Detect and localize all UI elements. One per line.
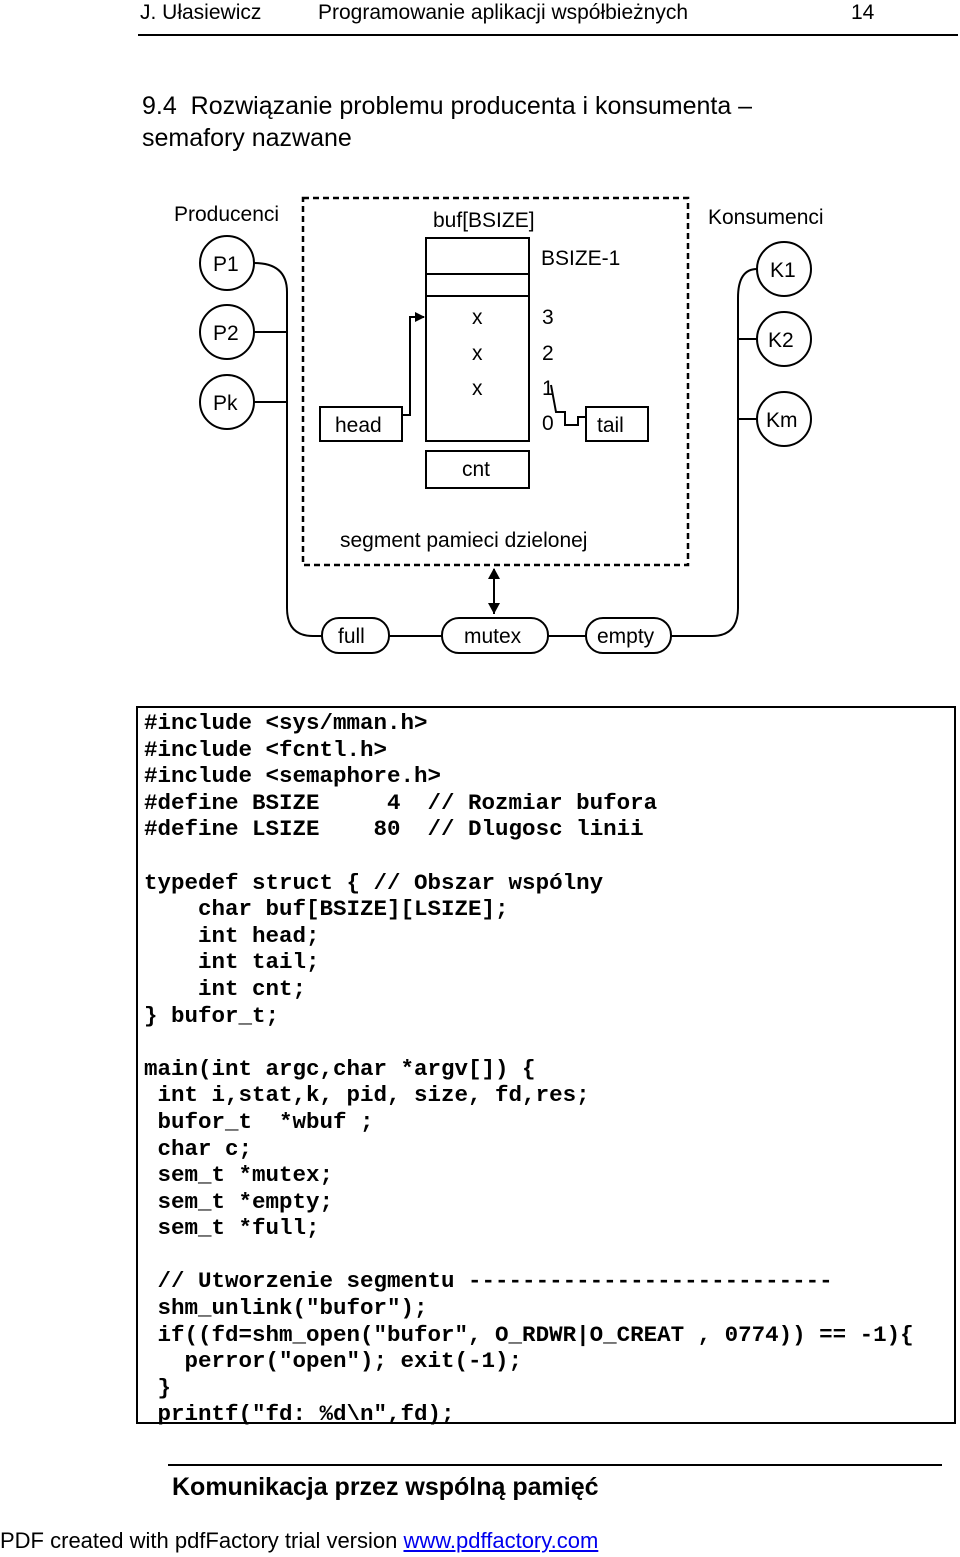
page-header: J. Ułasiewicz Programowanie aplikacji ws… xyxy=(138,0,958,36)
pdf-note-text: PDF created with pdfFactory trial versio… xyxy=(0,1528,404,1553)
tail-pointer-line xyxy=(550,384,586,426)
pdf-note: PDF created with pdfFactory trial versio… xyxy=(0,1528,598,1554)
semaphore-empty-label: empty xyxy=(597,625,655,648)
cnt-box xyxy=(425,450,530,489)
code-listing: #include <sys/mman.h> #include <fcntl.h>… xyxy=(136,706,956,1427)
producer-pk-label: Pk xyxy=(213,392,238,415)
header-course: Programowanie aplikacji współbieżnych xyxy=(318,1,689,24)
tail-box xyxy=(585,406,649,442)
buffer-top-cell xyxy=(425,237,530,297)
code-text: #include <sys/mman.h> #include <fcntl.h>… xyxy=(144,710,914,1428)
shared-segment-frame xyxy=(301,196,690,567)
head-label: head xyxy=(335,414,382,437)
index-1: 1 xyxy=(542,377,554,400)
section-title: 9.4 Rozwiązanie problemu producenta i ko… xyxy=(142,90,752,154)
header-page-number: 14 xyxy=(851,1,875,24)
head-box xyxy=(319,406,403,442)
producers-label: Producenci xyxy=(174,203,279,226)
consumer-bus xyxy=(670,268,758,637)
index-0: 0 xyxy=(542,412,554,435)
buffer-slot-2: x xyxy=(472,342,483,365)
buffer-slot-3: x xyxy=(472,306,483,329)
index-3: 3 xyxy=(542,306,554,329)
buffer-slot-1: x xyxy=(472,377,483,400)
consumer-k2-label: K2 xyxy=(768,329,794,352)
footer-topic: Komunikacja przez wspólną pamięć xyxy=(172,1473,599,1501)
pdffactory-link[interactable]: www.pdffactory.com xyxy=(403,1528,599,1553)
header-author: J. Ułasiewicz xyxy=(140,1,262,24)
producer-p1-label: P1 xyxy=(213,253,239,276)
footer-rule xyxy=(168,1464,942,1466)
head-pointer-arrow xyxy=(402,312,425,416)
semaphore-mutex-label: mutex xyxy=(464,625,522,648)
shared-memory-diagram: Producenci Konsumenci buf[BSIZE] BSIZE-1… xyxy=(174,196,824,654)
consumers-label: Konsumenci xyxy=(708,206,824,229)
bsize-minus-1-label: BSIZE-1 xyxy=(541,247,620,270)
segment-label: segment pamieci dzielonej xyxy=(340,529,587,552)
section-title-line1: 9.4 Rozwiązanie problemu producenta i ko… xyxy=(142,92,753,120)
semaphore-full-label: full xyxy=(338,625,365,648)
index-2: 2 xyxy=(542,342,554,365)
consumer-k1-label: K1 xyxy=(770,259,796,282)
tail-label: tail xyxy=(597,414,624,437)
consumer-km-label: Km xyxy=(766,409,798,432)
buffer-label: buf[BSIZE] xyxy=(433,209,535,232)
buffer-bottom-cells xyxy=(425,295,530,442)
producer-bus xyxy=(253,262,322,637)
cnt-label: cnt xyxy=(462,458,490,481)
section-title-line2: semafory nazwane xyxy=(142,124,352,152)
producer-p2-label: P2 xyxy=(213,322,239,345)
